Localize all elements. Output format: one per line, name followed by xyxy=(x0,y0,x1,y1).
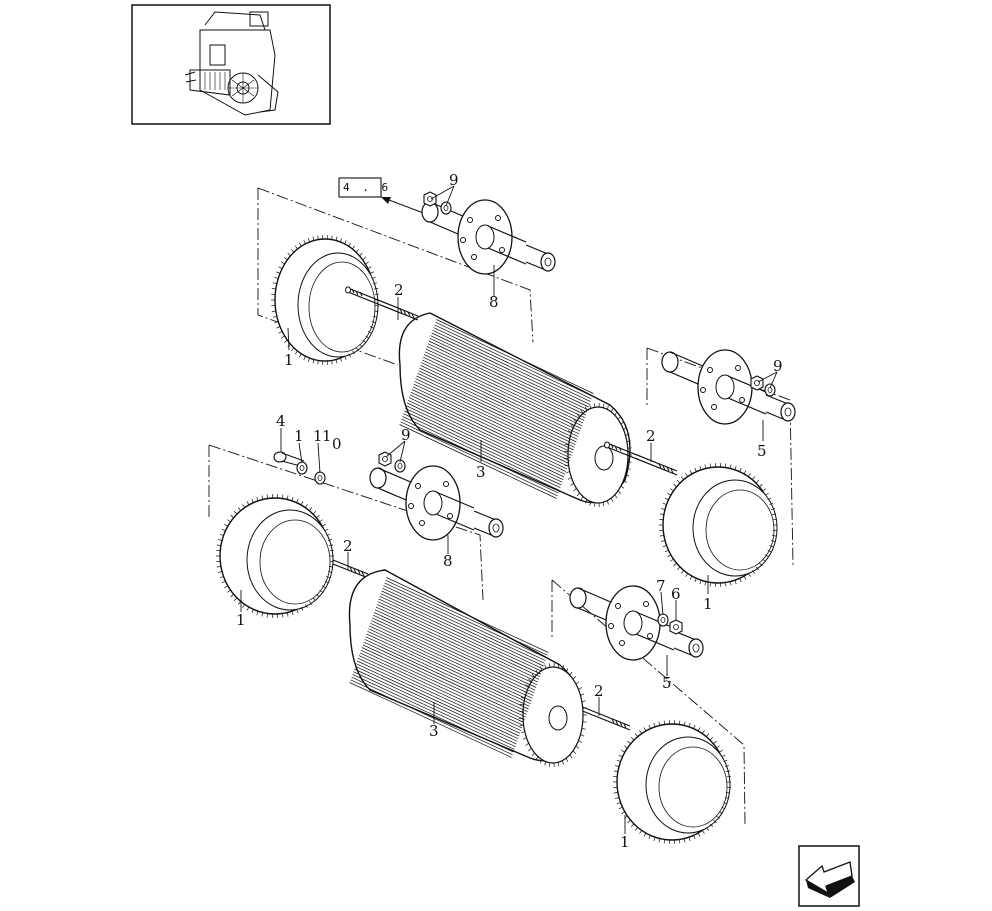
callout-2[interactable]: 2 xyxy=(343,537,353,555)
callout-11[interactable]: 1 xyxy=(294,427,304,445)
callout-1[interactable]: 1 xyxy=(703,595,713,613)
back-arrow-icon[interactable] xyxy=(798,845,860,907)
reference-label: 4 . 6 xyxy=(343,181,391,194)
callout-9[interactable]: 9 xyxy=(773,357,783,375)
callout-6[interactable]: 6 xyxy=(671,585,681,603)
callout-8[interactable]: 8 xyxy=(443,552,453,570)
callout-labels: 9 2 8 1 9 5 2 3 1 4 1 1 1 0 9 8 2 1 7 6 … xyxy=(236,171,783,851)
ring-gear-upper-left xyxy=(274,238,379,362)
fluted-roller-lower xyxy=(348,569,584,764)
fluted-roller-upper xyxy=(398,312,631,504)
callout-5[interactable]: 5 xyxy=(662,674,672,692)
ring-gear-lower-right xyxy=(616,723,731,841)
callout-10[interactable]: 0 xyxy=(332,435,342,453)
callout-4[interactable]: 4 xyxy=(276,412,286,430)
leader-lines xyxy=(240,185,778,834)
ring-gear-upper-right xyxy=(662,466,778,584)
callout-7[interactable]: 7 xyxy=(656,577,666,595)
ring-gear-lower-left xyxy=(219,497,334,615)
callout-2[interactable]: 2 xyxy=(394,281,404,299)
callout-1[interactable]: 1 xyxy=(284,351,294,369)
callout-1[interactable]: 1 xyxy=(236,611,246,629)
callout-2[interactable]: 2 xyxy=(646,427,656,445)
callout-3[interactable]: 3 xyxy=(429,722,439,740)
callout-1[interactable]: 1 xyxy=(620,833,630,851)
callout-11[interactable]: 1 xyxy=(313,427,323,445)
callout-8[interactable]: 8 xyxy=(489,293,499,311)
machine-overview-icon[interactable] xyxy=(131,4,331,125)
callout-9[interactable]: 9 xyxy=(449,171,459,189)
callout-9[interactable]: 9 xyxy=(401,426,411,444)
callout-3[interactable]: 3 xyxy=(476,463,486,481)
callout-5[interactable]: 5 xyxy=(757,442,767,460)
callout-10[interactable]: 1 xyxy=(322,427,332,445)
reference-box[interactable]: 4 . 6 xyxy=(338,177,391,198)
callout-2[interactable]: 2 xyxy=(594,682,604,700)
